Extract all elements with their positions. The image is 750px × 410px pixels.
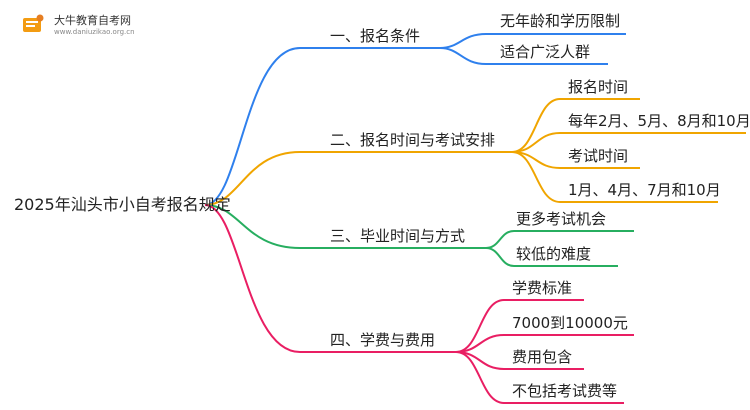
brand-watermark: 大牛教育自考网 www.daniuzikao.org.cn — [20, 10, 180, 46]
leaf-b1-2: 适合广泛人群 — [500, 43, 591, 61]
leaf-b4-3: 费用包含 — [512, 348, 573, 366]
connector-b1-l2 — [439, 47, 487, 65]
brand-title: 大牛教育自考网 — [54, 14, 131, 27]
leaf-b3-1: 更多考试机会 — [516, 210, 607, 228]
leaf-b2-3: 考试时间 — [568, 147, 629, 165]
branch-label-3: 三、毕业时间与方式 — [330, 227, 466, 245]
root-topic: 2025年汕头市小自考报名规定 — [14, 195, 231, 214]
brand-url: www.daniuzikao.org.cn — [54, 28, 135, 36]
leaf-b2-2: 每年2月、5月、8月和10月 — [568, 112, 750, 130]
leaf-b2-4: 1月、4月、7月和10月 — [568, 181, 721, 199]
leaf-b3-2: 较低的难度 — [516, 245, 592, 263]
branch-label-1: 一、报名条件 — [330, 27, 421, 45]
connector-root-3 — [204, 204, 301, 249]
leaf-b2-1: 报名时间 — [568, 78, 629, 96]
branch-label-2: 二、报名时间与考试安排 — [330, 131, 496, 149]
leaf-b4-4: 不包括考试费等 — [512, 382, 618, 400]
connector-b2-l4 — [511, 151, 561, 203]
leaf-b4-1: 学费标准 — [512, 279, 573, 297]
connector-b3-l2 — [485, 247, 515, 267]
connector-b1-l1 — [439, 33, 487, 49]
leaf-b4-2: 7000到10000元 — [512, 314, 628, 332]
connector-b4-l4 — [455, 351, 505, 404]
connector-b3-l1 — [485, 230, 515, 249]
branch-label-4: 四、学费与费用 — [330, 331, 436, 349]
leaf-b1-1: 无年龄和学历限制 — [500, 12, 621, 30]
connector-b2-l1 — [511, 98, 561, 153]
connector-root-1 — [204, 47, 301, 206]
book-logo-icon — [23, 14, 44, 32]
connector-root-2 — [204, 151, 301, 206]
connector-root-4 — [204, 204, 301, 353]
